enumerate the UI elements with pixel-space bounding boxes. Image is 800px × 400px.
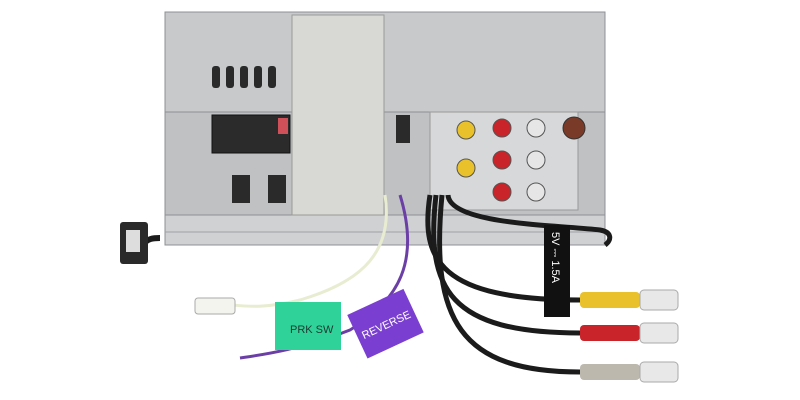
parking-tag-bg — [275, 302, 341, 350]
antenna-jack-right — [268, 175, 286, 203]
vent-slots — [212, 66, 276, 88]
usb-power-tag: 5V ⎓ 1.5A — [549, 232, 561, 284]
rca-plug-yellow — [580, 289, 679, 311]
main-harness-connector — [211, 114, 291, 154]
parking-tag: PRK SW — [290, 324, 334, 336]
rca-plug-red — [580, 322, 679, 344]
rca-plug-gray — [580, 361, 679, 383]
parking-wire — [229, 194, 388, 308]
reverse-tag-bg — [347, 288, 424, 359]
antenna-jack-left — [232, 175, 250, 203]
mic-jack — [396, 115, 410, 143]
usb-connector — [120, 222, 161, 264]
heatsink-plate — [291, 14, 385, 216]
rca-cables — [425, 194, 613, 375]
fuse-connector — [194, 297, 236, 315]
usb-power-tag-bg — [544, 225, 570, 317]
connector-latch — [278, 118, 288, 134]
rca-jacks — [456, 116, 586, 202]
